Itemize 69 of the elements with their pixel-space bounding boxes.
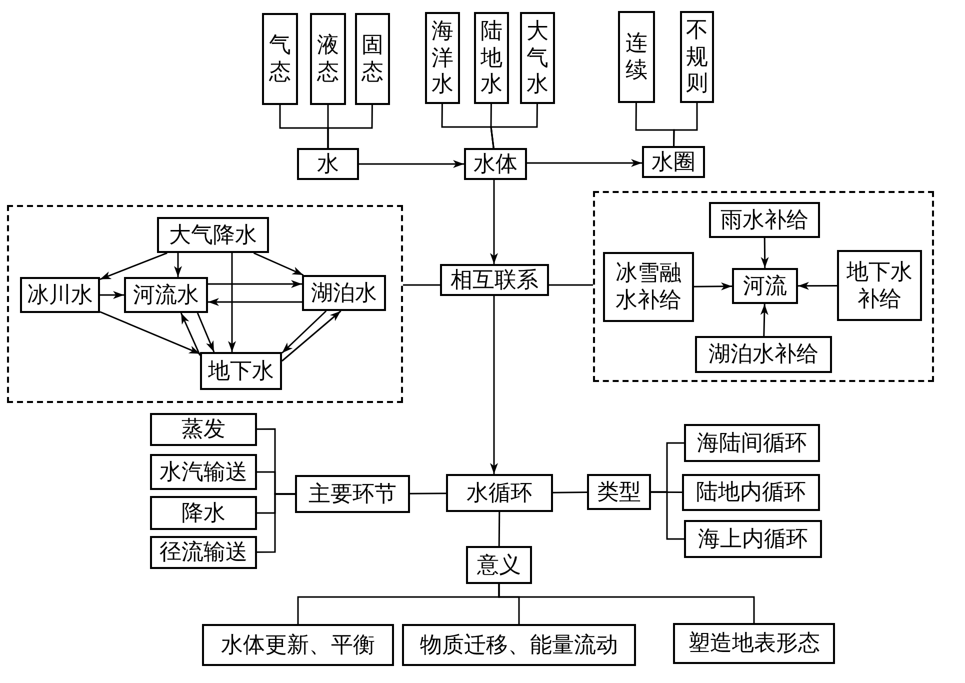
arrow [359,160,464,168]
arrow [490,296,498,474]
label-box: 湖泊水 [302,275,386,311]
label-box: 意义 [466,546,532,584]
label-box: 河流水 [124,277,208,313]
connector-line [490,104,538,148]
arrow [174,253,182,277]
arrow [100,311,200,354]
label-box: 海洋水 [425,12,460,104]
connector-line [673,103,698,146]
label-box: 降水 [150,496,257,530]
arrow [281,310,327,354]
arrow [760,304,768,336]
label-box: 冰雪融水补给 [603,252,694,322]
label-box: 陆地水 [474,12,509,104]
label-box: 类型 [587,474,651,510]
connector-line [498,584,755,623]
connector-line [553,492,587,494]
label-box: 气态 [262,13,298,105]
label-box: 塑造地表形态 [673,623,835,664]
arrow [760,238,769,268]
label-box: 陆地内循环 [682,474,820,511]
arrow [180,312,201,356]
label-box: 地下水 [200,352,282,390]
label-box: 连续 [618,11,655,103]
arrow [228,253,236,352]
label-box: 物质迁移、能量流动 [402,624,636,666]
label-box: 河流 [732,268,798,304]
label-box: 液态 [310,13,346,105]
label-box: 大气水 [520,12,555,104]
arrow [100,252,168,280]
label-box: 冰川水 [20,277,100,313]
arrow [208,298,302,306]
connector-line [549,284,593,286]
label-box: 湖泊水补给 [695,336,832,373]
connector-line [498,512,500,546]
label-box: 海上内循环 [684,520,822,558]
label-box: 地下水补给 [837,250,922,321]
label-box: 蒸发 [150,413,257,446]
connector-line [257,493,295,553]
arrow [490,180,498,264]
label-box: 水汽输送 [150,454,257,490]
label-box: 主要环节 [295,475,410,513]
label-box: 不规则 [680,11,714,103]
dashed-frame [7,205,403,403]
label-box: 水圈 [642,146,705,178]
label-box: 水 [297,148,359,180]
connector-line [410,492,446,494]
arrow [100,291,124,299]
connector-line [327,105,373,148]
label-box: 大气降水 [157,217,269,253]
arrow [798,282,837,290]
arrow [253,252,304,276]
label-box: 海陆间循环 [684,424,820,462]
label-box: 雨水补给 [709,202,820,238]
label-box: 径流输送 [150,536,257,569]
arrow [527,159,642,167]
arrow [282,310,342,362]
label-box: 相互联系 [440,264,549,296]
arrow [208,280,302,288]
arrow [694,282,732,290]
connector-line [403,284,440,286]
dashed-frame [593,191,934,382]
label-box: 固态 [355,13,390,105]
label-box: 水体 [464,148,527,180]
label-box: 水体更新、平衡 [202,624,394,666]
connector-line [651,491,684,540]
label-box: 水循环 [446,474,553,512]
arrow [196,312,215,352]
